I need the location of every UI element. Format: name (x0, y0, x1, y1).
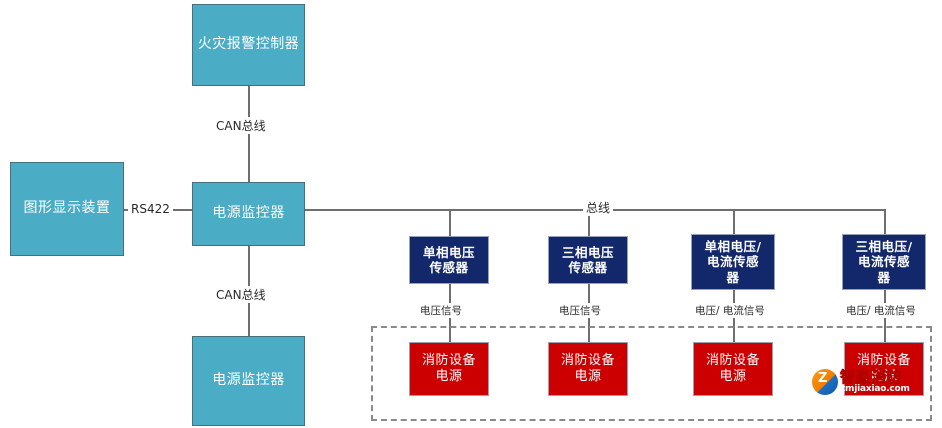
edge-label-signal-1: 电压信号 (417, 303, 465, 318)
power-supply-group-box (371, 326, 932, 421)
node-power-supply-1[interactable]: 消防设备 电源 (409, 342, 489, 396)
node-fire-alarm-controller[interactable]: 火灾报警控制器 (192, 4, 305, 86)
node-power-supply-1-line2: 电源 (435, 369, 463, 384)
node-sensor-2[interactable]: 三相电压 传感器 (548, 236, 628, 284)
edge-label-signal-2-text: 电压信号 (559, 305, 601, 317)
node-power-supply-1-line1: 消防设备 (421, 353, 476, 369)
node-sensor-4-line1: 三相电压/ (855, 239, 913, 255)
watermark: 智淼消防 zmjiaxiao.com (812, 369, 910, 395)
node-power-supply-3[interactable]: 消防设备 电源 (693, 342, 773, 396)
node-sensor-3-line2: 电流传感 (706, 254, 759, 270)
node-power-supply-1-label: 消防设备 电源 (420, 353, 478, 385)
node-power-supply-2-label: 消防设备 电源 (559, 353, 617, 385)
edge-bus-to-sensor-2 (588, 209, 590, 236)
node-power-supply-2[interactable]: 消防设备 电源 (548, 342, 628, 396)
node-power-supply-2-line1: 消防设备 (560, 353, 615, 369)
node-power-supply-3-label: 消防设备 电源 (704, 353, 762, 385)
node-sensor-2-label: 三相电压 传感器 (560, 245, 616, 276)
node-fire-alarm-controller-label: 火灾报警控制器 (197, 36, 300, 53)
edge-bus-to-sensor-3 (733, 209, 735, 234)
node-sensor-1[interactable]: 单相电压 传感器 (409, 236, 489, 284)
edge-label-signal-3-text: 电压/ 电流信号 (695, 305, 765, 317)
edge-label-main-bus-text: 总线 (586, 201, 611, 215)
node-power-supply-2-line2: 电源 (574, 369, 602, 384)
node-sensor-3-line3: 器 (726, 269, 740, 285)
node-power-supply-3-line2: 电源 (719, 369, 747, 384)
node-power-monitor-main-label: 电源监控器 (212, 205, 285, 222)
edge-label-signal-3: 电压/ 电流信号 (692, 303, 768, 318)
node-sensor-4-line3: 器 (877, 269, 891, 285)
node-graphic-display[interactable]: 图形显示装置 (10, 162, 124, 256)
node-sensor-1-label: 单相电压 传感器 (421, 245, 477, 276)
edge-bus-to-sensor-4 (884, 209, 886, 234)
edge-label-rs422-text: RS422 (131, 202, 170, 216)
node-sensor-3-label: 单相电压/ 电流传感 器 (702, 239, 763, 285)
node-power-supply-3-line1: 消防设备 (705, 353, 760, 369)
node-sensor-4-line2: 电流传感 (857, 254, 910, 270)
node-power-supply-4-line2: 电源 (870, 369, 898, 384)
edge-label-signal-1-text: 电压信号 (420, 305, 462, 317)
edge-label-signal-2: 电压信号 (556, 303, 604, 318)
node-power-supply-4-label: 消防设备 电源 (855, 353, 913, 385)
edge-fire-alarm-to-monitor (248, 86, 250, 182)
node-power-monitor-sub-label: 电源监控器 (212, 372, 285, 389)
node-sensor-4-label: 三相电压/ 电流传感 器 (853, 239, 914, 285)
edge-label-can-bus-bottom-text: CAN总线 (216, 288, 266, 302)
node-power-monitor-main[interactable]: 电源监控器 (192, 182, 305, 246)
watermark-text: 智淼消防 zmjiaxiao.com (840, 368, 910, 394)
node-power-supply-4-line1: 消防设备 (856, 353, 911, 369)
node-sensor-1-line2: 传感器 (429, 260, 469, 275)
edge-bus-to-sensor-1 (449, 209, 451, 236)
edge-label-rs422: RS422 (128, 202, 173, 216)
node-power-monitor-sub[interactable]: 电源监控器 (192, 336, 305, 426)
edge-label-can-bus-top-text: CAN总线 (216, 119, 266, 133)
node-sensor-2-line1: 三相电压 (561, 244, 614, 260)
node-sensor-3[interactable]: 单相电压/ 电流传感 器 (691, 234, 775, 290)
node-graphic-display-label: 图形显示装置 (23, 200, 111, 217)
edge-label-can-bus-top: CAN总线 (213, 117, 269, 134)
edge-label-signal-4: 电压/ 电流信号 (843, 303, 919, 318)
node-power-supply-4[interactable]: 消防设备 电源 (844, 342, 924, 396)
watermark-url: zmjiaxiao.com (840, 384, 910, 394)
node-sensor-1-line1: 单相电压 (422, 244, 475, 260)
node-sensor-3-line1: 单相电压/ (704, 239, 762, 255)
watermark-logo-icon (812, 369, 838, 395)
edge-label-main-bus: 总线 (583, 199, 614, 216)
watermark-brand: 智淼消防 (840, 368, 903, 386)
node-sensor-2-line2: 传感器 (568, 260, 608, 275)
edge-label-signal-4-text: 电压/ 电流信号 (846, 305, 916, 317)
node-sensor-4[interactable]: 三相电压/ 电流传感 器 (842, 234, 926, 290)
edge-label-can-bus-bottom: CAN总线 (213, 286, 269, 303)
